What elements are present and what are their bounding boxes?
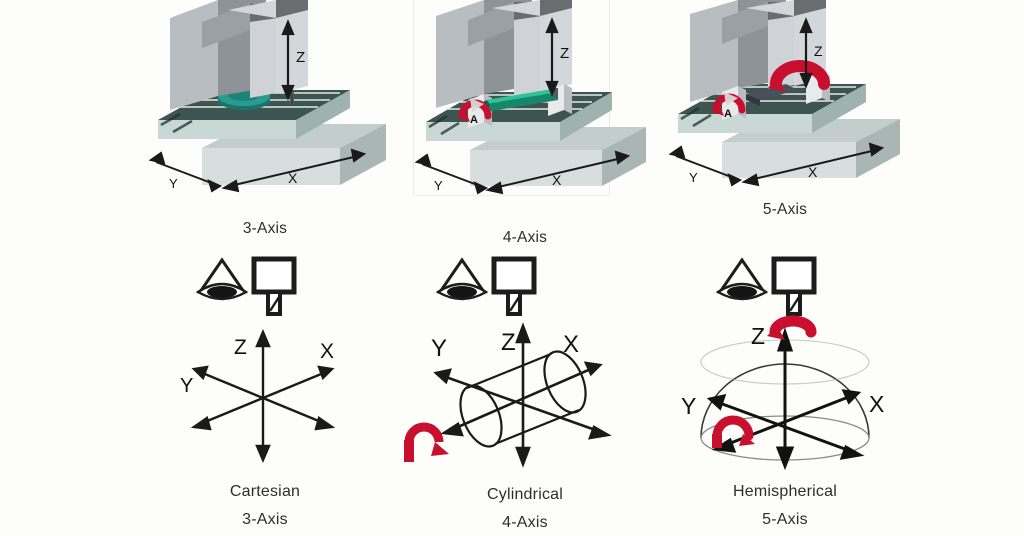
cylindrical-axis-label-z: Z [501, 329, 516, 356]
rotary-axis-label-a-5axis: A [724, 108, 732, 120]
coordinate-diagram-cylindrical: Z X Y [404, 322, 612, 468]
eye-cone-icon [715, 257, 769, 301]
machine-caption-4-axis: 4-Axis [502, 229, 548, 246]
machine-axis-label-y-5axis: Y [689, 170, 698, 185]
cartesian-axis-label-z: Z [234, 336, 247, 359]
machine-axis-label-y: Y [169, 176, 178, 191]
column-four-axis: A Z X Y 4-Axis [400, 0, 650, 536]
end-mill-tool-icon [251, 256, 297, 316]
cylindrical-axis-label-y: Y [431, 335, 447, 362]
machine-axis-label-x-5axis: X [808, 164, 818, 180]
tool-view-icon-group-1 [195, 256, 297, 316]
coordinate-diagram-hemispherical: Z X Y [681, 315, 884, 470]
machine-axis-label-x-4axis: X [552, 172, 562, 188]
rotation-arrow-c [767, 315, 817, 340]
end-mill-tool-icon [491, 256, 537, 316]
hemispherical-axis-label-y: Y [681, 393, 696, 419]
cartesian-axis-label-x: X [320, 340, 334, 363]
rotation-arrow-a [404, 422, 449, 462]
column-five-axis: A Z X Y 5-Axis [660, 0, 910, 536]
machine-axis-label-z-4axis: Z [560, 45, 569, 62]
end-mill-tool-icon [771, 256, 817, 316]
machine-illustration-3-axis: Z X Y [148, 0, 386, 193]
machine-caption-5-axis: 5-Axis [762, 201, 808, 218]
cylindrical-axis-label-x: X [563, 331, 579, 358]
coordinate-diagram-cartesian: Z X Y [180, 328, 336, 464]
tool-view-icon-group-2 [435, 256, 537, 316]
tool-view-icon-group-3 [715, 256, 817, 316]
hemispherical-axis-label-x: X [869, 391, 884, 417]
bottom-label-hemispherical: Hemispherical [733, 483, 837, 500]
eye-cone-icon [195, 257, 249, 301]
bottom-label-cylindrical: Cylindrical [487, 486, 563, 503]
bottom-sublabel-cartesian: 3-Axis [242, 511, 288, 528]
hemispherical-axis-label-z: Z [751, 323, 765, 349]
machine-axis-label-x: X [288, 170, 298, 186]
rotation-arrow-a [712, 415, 755, 448]
machine-axis-label-y-4axis: Y [434, 178, 443, 193]
machine-axis-label-z: Z [296, 49, 305, 66]
eye-cone-icon [435, 257, 489, 301]
machine-illustration-5-axis: A Z X Y [668, 0, 900, 187]
rotary-axis-label-a-4axis: A [470, 114, 478, 126]
column-three-axis: Z X Y 3-Axis [140, 0, 390, 536]
machine-illustration-4-axis: A Z X Y [414, 0, 646, 195]
machine-axis-label-z-5axis: Z [814, 43, 823, 59]
cartesian-axis-label-y: Y [180, 375, 193, 397]
bottom-label-cartesian: Cartesian [229, 483, 301, 500]
bottom-sublabel-cylindrical: 4-Axis [502, 514, 548, 531]
machine-caption-3-axis: 3-Axis [242, 220, 288, 237]
bottom-sublabel-hemispherical: 5-Axis [762, 511, 808, 528]
